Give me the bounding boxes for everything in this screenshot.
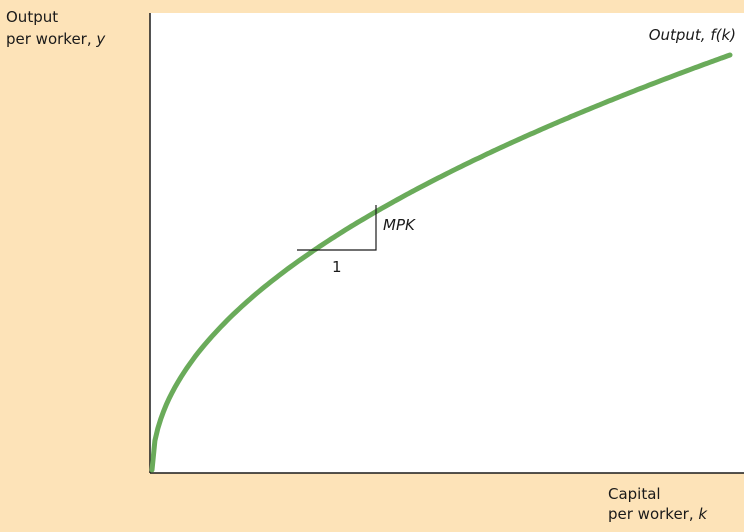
slope-triangle (297, 205, 377, 251)
x-axis-title-line2: per worker, k (608, 504, 707, 524)
y-axis-title-line1: Output (6, 8, 59, 26)
y-axis-title: Output per worker, y (6, 6, 105, 50)
y-axis-title-line2: per worker, y (6, 28, 105, 50)
mpk-label: MPK (383, 216, 415, 234)
y-axis-variable: y (96, 30, 106, 48)
y-axis-title-line2-text: per worker, (6, 30, 97, 48)
output-curve (149, 52, 733, 473)
x-axis-title-line1: Capital (608, 485, 661, 503)
x-axis-variable: k (698, 505, 708, 523)
x-axis-title-line2-text: per worker, (608, 505, 699, 523)
plot-area (150, 13, 744, 473)
x-axis-title: Capital per worker, k (608, 484, 707, 524)
curve-label: Output, f(k) (648, 26, 736, 44)
run-label: 1 (332, 258, 342, 276)
